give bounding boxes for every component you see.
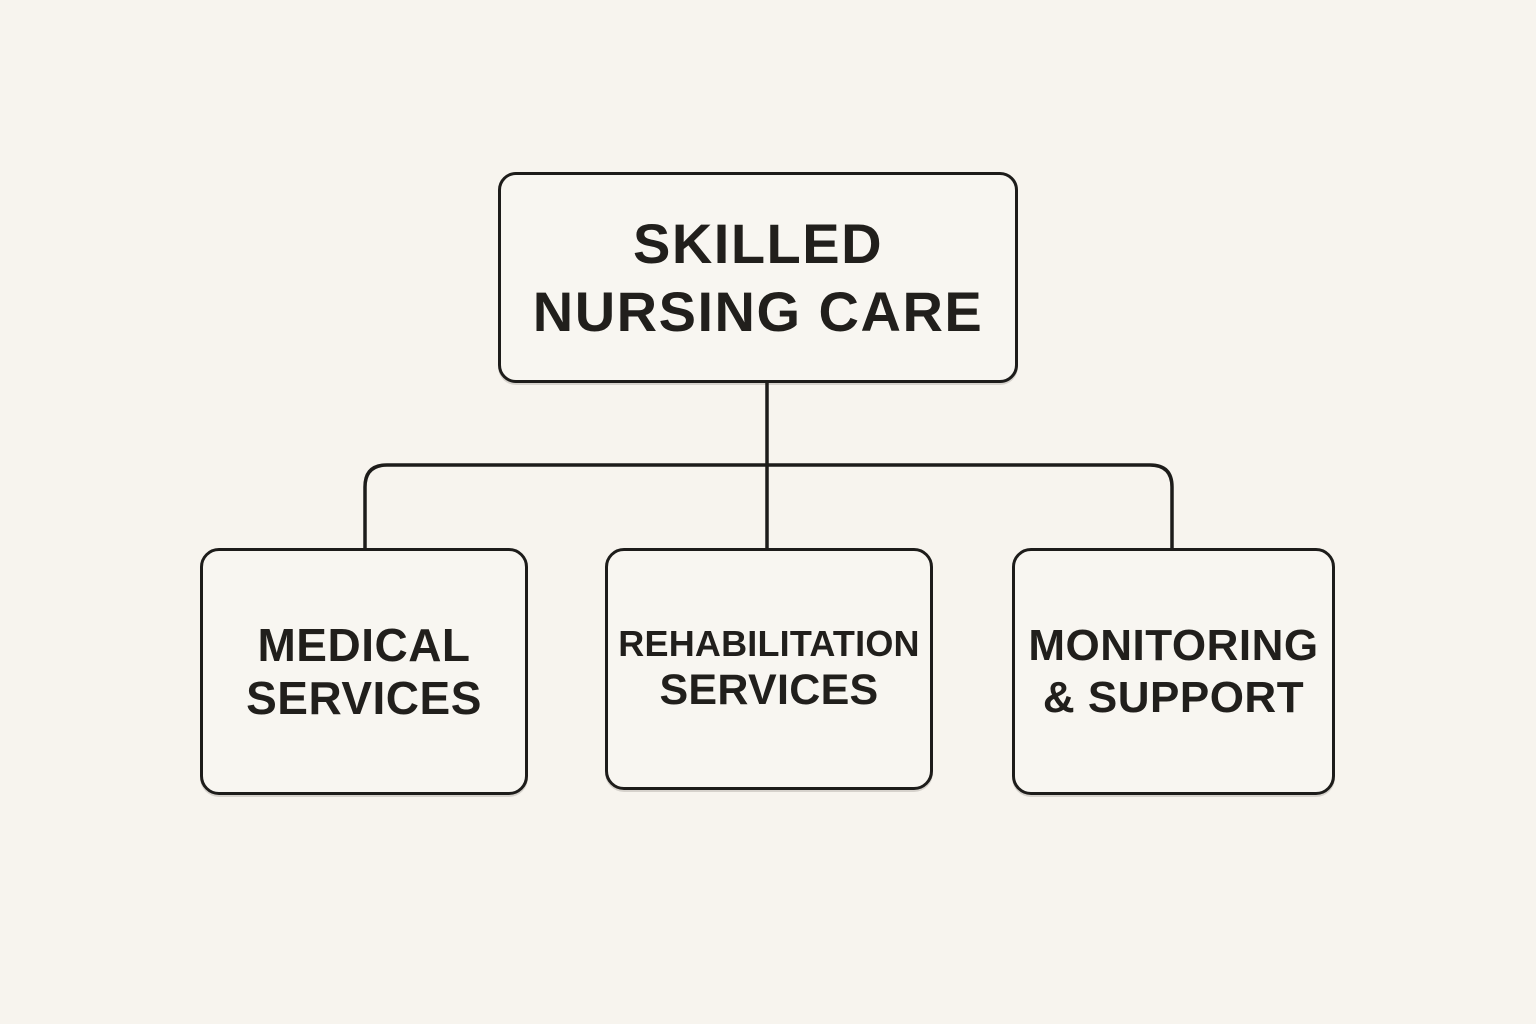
node-label-line: SERVICES [246,671,482,724]
node-label-line: REHABILITATION [618,622,920,664]
edge-rail-left-right [363,463,1174,548]
node-label-line: NURSING CARE [532,279,984,343]
node-label-line: MEDICAL [257,619,471,672]
node-label-line: & SUPPORT [1042,672,1305,722]
node-medical-services: MEDICAL SERVICES [200,548,528,795]
node-monitoring-support: MONITORING & SUPPORT [1012,548,1335,795]
node-label-line: SKILLED [632,212,884,276]
node-label-line: MONITORING [1028,621,1319,671]
node-skilled-nursing-care: SKILLED NURSING CARE [498,172,1018,383]
node-rehabilitation-services: REHABILITATION SERVICES [605,548,933,790]
node-label-line: SERVICES [659,665,879,714]
